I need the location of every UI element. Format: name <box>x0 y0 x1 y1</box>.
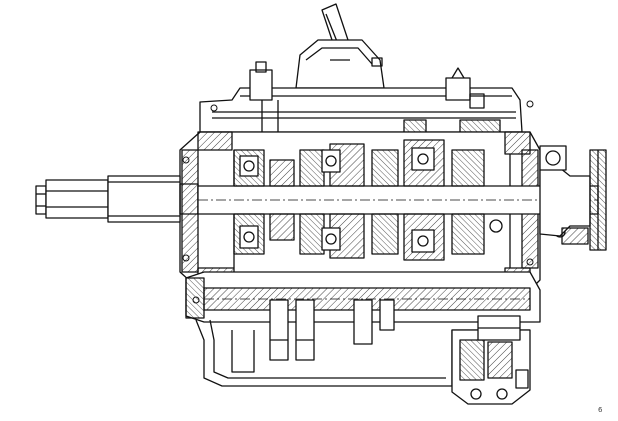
reverse-idler-housing <box>451 315 531 405</box>
input-shaft <box>35 175 199 223</box>
page-mark: 6 <box>598 406 603 414</box>
main-shaft <box>197 185 599 215</box>
countershaft-gears <box>269 299 395 361</box>
shift-lever <box>295 3 385 89</box>
housing-bolts <box>182 100 534 304</box>
main-shaft-gears <box>233 139 566 261</box>
shift-rail-housing <box>199 61 523 141</box>
output-flange <box>539 145 607 251</box>
